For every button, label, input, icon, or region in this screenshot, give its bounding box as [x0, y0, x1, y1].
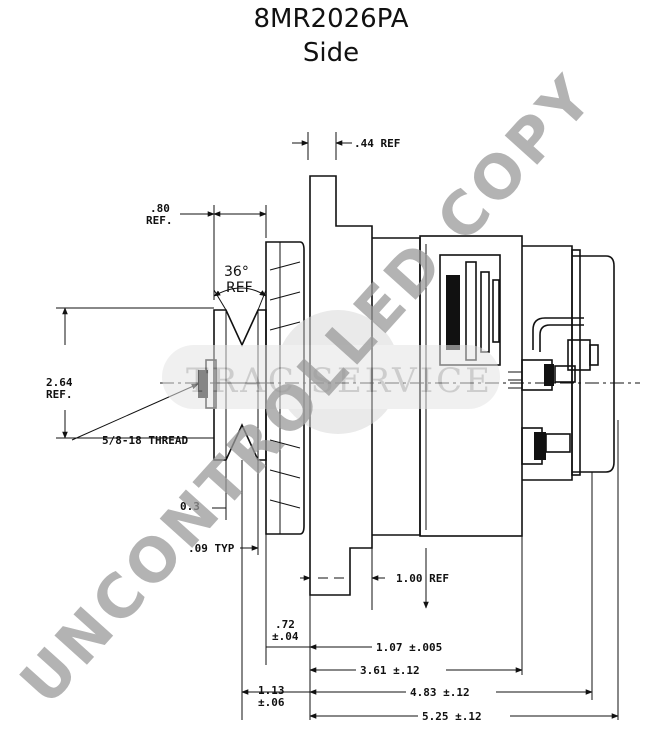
watermark-logo: TRAC SERVICE: [162, 310, 500, 434]
dim-044-ref: .44 REF: [354, 137, 400, 150]
dim-525: 5.25 ±.12: [422, 710, 482, 723]
dim-100-ref: 1.00 REF: [396, 572, 449, 585]
dim-483: 4.83 ±.12: [410, 686, 470, 699]
dim-03: 0.3: [180, 500, 200, 513]
dim-angle-ref: REF: [226, 280, 253, 296]
dim-072-value: .72: [275, 618, 295, 631]
alternator-outline: [160, 175, 640, 610]
thread-label: 5/8-18 THREAD: [102, 434, 188, 447]
dim-072-tol: ±.04: [272, 630, 299, 643]
dim-113-tol: ±.06: [258, 696, 285, 709]
dim-typ: .09 TYP: [188, 542, 235, 555]
watermark-logo-text: TRAC SERVICE: [186, 361, 493, 401]
dim-113-value: 1.13: [258, 684, 285, 697]
dim-107: 1.07 ±.005: [376, 641, 442, 654]
dim-080-ref: REF.: [146, 214, 173, 227]
view-title: Side: [302, 38, 360, 68]
dim-264-ref: REF.: [46, 388, 73, 401]
dim-361: 3.61 ±.12: [360, 664, 420, 677]
dim-080-value: .80: [150, 202, 170, 215]
model-title: 8MR2026PA: [253, 4, 409, 34]
dim-angle-value: 36°: [224, 264, 249, 280]
dim-264-value: 2.64: [46, 376, 73, 389]
